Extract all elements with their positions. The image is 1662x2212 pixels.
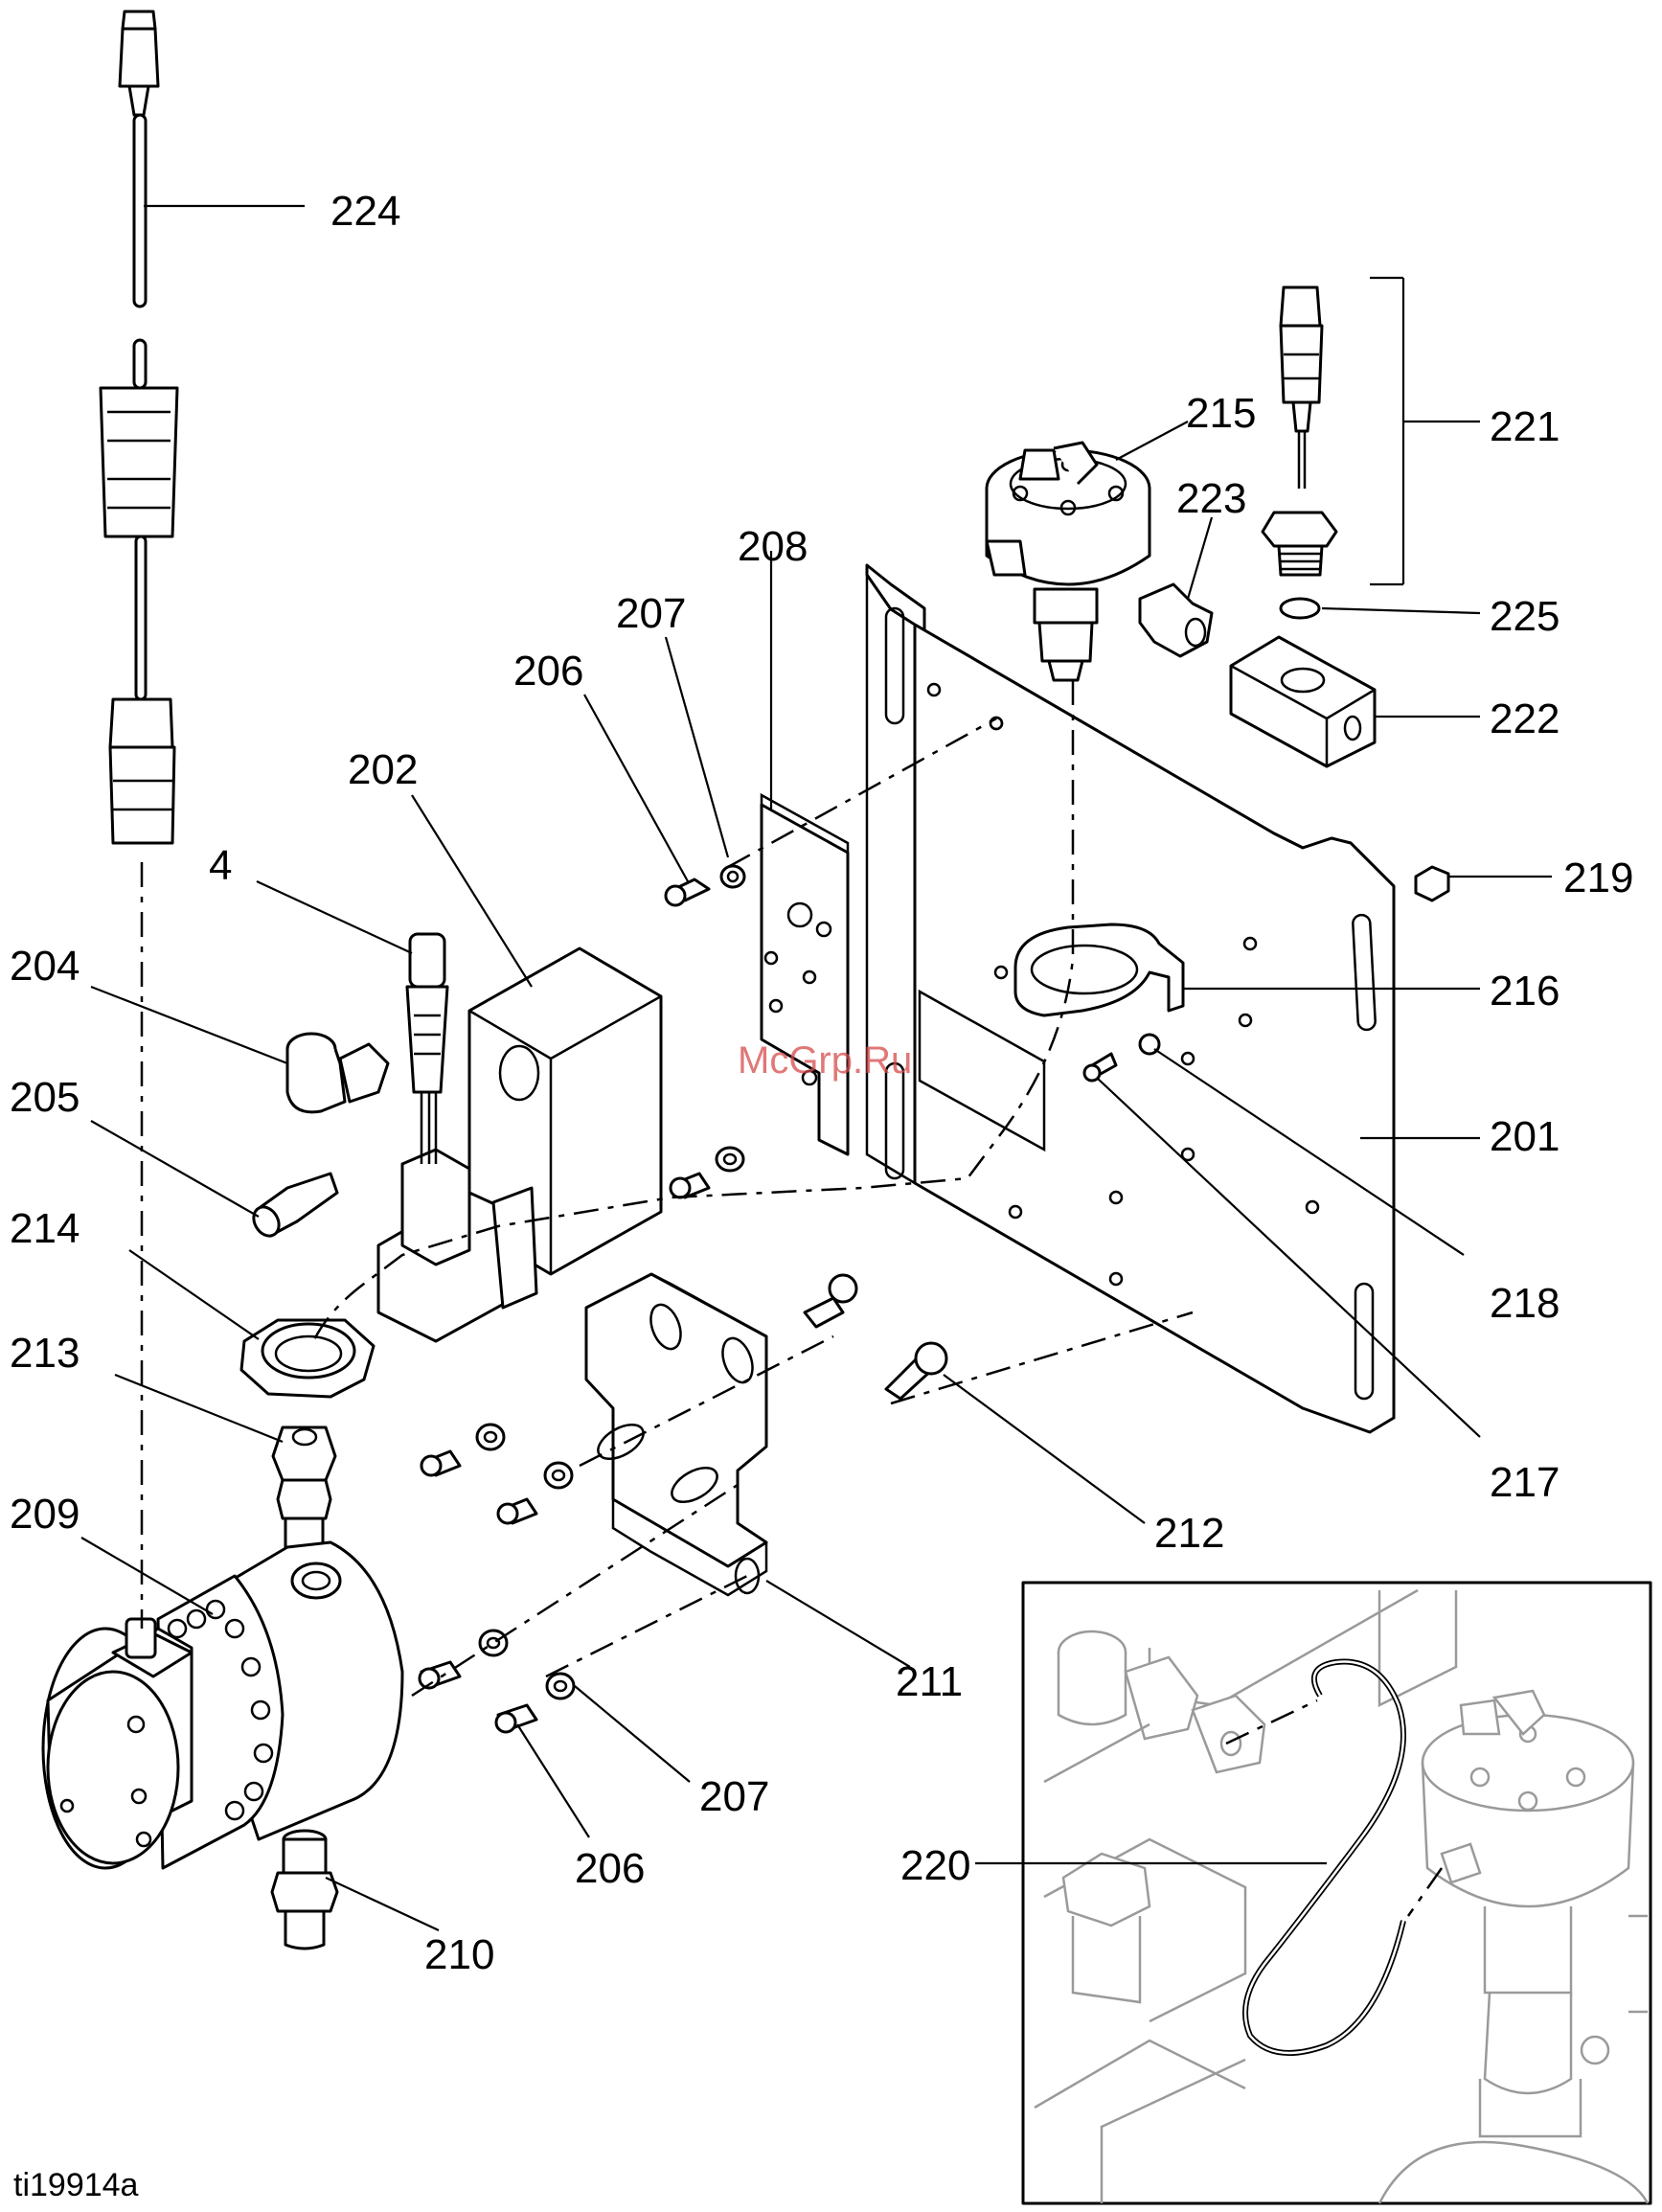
callout-204: 204 bbox=[10, 943, 80, 990]
leader-line-206a bbox=[584, 695, 688, 881]
leader-line-212 bbox=[944, 1375, 1145, 1523]
pressure-regulator-215 bbox=[987, 443, 1150, 680]
elbow-fitting-204 bbox=[287, 1034, 388, 1112]
callout-220: 220 bbox=[900, 1842, 970, 1889]
leader-line-209 bbox=[81, 1538, 213, 1614]
callout-207-upper: 207 bbox=[616, 590, 686, 637]
callout-224: 224 bbox=[330, 188, 400, 235]
detail-inset-220 bbox=[1023, 1583, 1651, 2203]
callout-212: 212 bbox=[1154, 1510, 1224, 1557]
nut-219 bbox=[1416, 867, 1448, 901]
bracket-208 bbox=[762, 795, 848, 1154]
cable-224 bbox=[101, 11, 177, 843]
manifold-block-222 bbox=[1231, 637, 1375, 766]
leader-line-206b bbox=[517, 1724, 589, 1837]
callout-201: 201 bbox=[1490, 1113, 1560, 1160]
o-ring-225 bbox=[1281, 599, 1319, 618]
nipple-fitting-205 bbox=[249, 1174, 337, 1241]
callout-222: 222 bbox=[1490, 696, 1560, 742]
callout-206-lower: 206 bbox=[575, 1845, 645, 1892]
bracket-211 bbox=[586, 1274, 766, 1595]
callout-219: 219 bbox=[1563, 855, 1633, 901]
callout-218: 218 bbox=[1490, 1280, 1560, 1327]
leader-line-215 bbox=[1116, 422, 1188, 460]
callout-217: 217 bbox=[1490, 1459, 1560, 1506]
callout-202: 202 bbox=[348, 746, 418, 793]
leader-line-207b bbox=[575, 1686, 690, 1782]
leader-line-211 bbox=[766, 1581, 910, 1667]
sensor-221 bbox=[1263, 287, 1336, 575]
callout-225: 225 bbox=[1490, 593, 1560, 640]
gear-meter-209 bbox=[43, 1542, 402, 1868]
callout-223: 223 bbox=[1176, 475, 1246, 522]
leader-line-225 bbox=[1322, 608, 1480, 613]
callout-213: 213 bbox=[10, 1330, 80, 1377]
leader-line-204 bbox=[91, 987, 287, 1063]
callout-216: 216 bbox=[1490, 968, 1560, 1015]
leader-line-205 bbox=[91, 1121, 259, 1217]
leader-line-214 bbox=[129, 1250, 259, 1339]
callout-4: 4 bbox=[209, 842, 232, 889]
leader-line-4 bbox=[257, 881, 412, 953]
figure-id: ti19914a bbox=[13, 2167, 139, 2203]
fitting-210 bbox=[272, 1831, 337, 1949]
watermark: McGrp.Ru bbox=[738, 1039, 912, 1082]
leader-line-210 bbox=[326, 1878, 439, 1930]
callout-215: 215 bbox=[1186, 390, 1256, 437]
callout-209: 209 bbox=[10, 1491, 80, 1538]
nut-214 bbox=[241, 1320, 374, 1397]
callout-214: 214 bbox=[10, 1205, 80, 1252]
callout-207-lower: 207 bbox=[699, 1773, 769, 1820]
connector-4 bbox=[407, 934, 447, 1164]
callout-210: 210 bbox=[424, 1931, 494, 1978]
leader-line-223 bbox=[1188, 517, 1212, 599]
callout-211: 211 bbox=[896, 1658, 963, 1705]
fitting-223 bbox=[1140, 584, 1212, 656]
callout-221: 221 bbox=[1490, 403, 1560, 450]
callout-206-upper: 206 bbox=[513, 648, 583, 695]
leader-line-207a bbox=[666, 637, 728, 857]
callout-205: 205 bbox=[10, 1074, 80, 1121]
callout-208: 208 bbox=[738, 523, 808, 570]
